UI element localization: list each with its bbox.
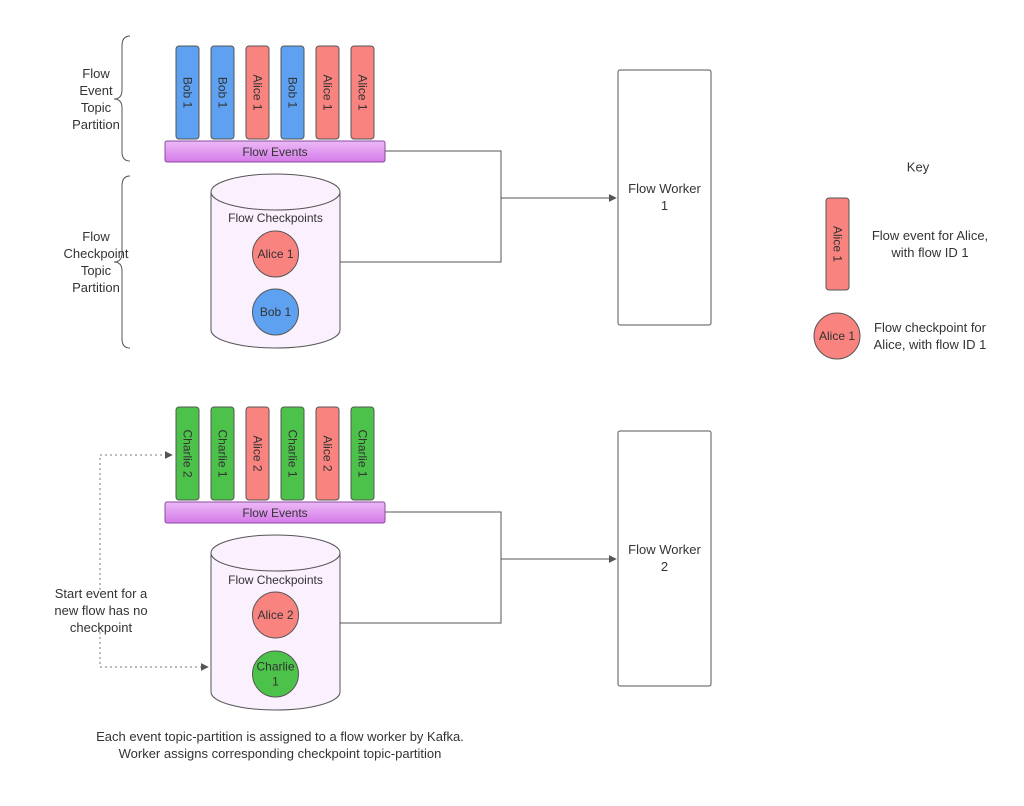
checkpoint-store-1-title: Flow Checkpoints xyxy=(228,211,323,225)
event-card-label: Bob 1 xyxy=(181,77,195,109)
checkpoint-store-2-title: Flow Checkpoints xyxy=(228,573,323,587)
event-card-charlie xyxy=(350,406,375,501)
start-event-note: Start event for a new flow has no checkp… xyxy=(54,586,148,635)
event-card-alice xyxy=(245,406,270,501)
flow-worker-2-box xyxy=(617,430,712,687)
checkpoint-alice xyxy=(252,591,299,639)
footer-note: Each event topic-partition is assigned t… xyxy=(96,729,464,761)
flow-worker-2-label: Flow Worker 2 xyxy=(628,542,701,574)
checkpoints-to-worker-1-connector xyxy=(340,198,502,263)
event-card-label: Charlie 1 xyxy=(356,429,370,477)
event-card-alice xyxy=(315,45,340,140)
key-checkpoint-sample-label: Alice 1 xyxy=(819,329,855,343)
key-event-sample xyxy=(825,197,850,291)
checkpoint-charlie xyxy=(252,650,299,698)
event-card-alice xyxy=(245,45,270,140)
events-to-worker-2-connector xyxy=(385,511,502,559)
event-card-charlie xyxy=(175,406,200,501)
event-card-bob xyxy=(175,45,200,140)
event-card-label: Alice 1 xyxy=(321,74,335,110)
event-card-label: Bob 1 xyxy=(216,77,230,109)
key-title: Key xyxy=(907,160,930,175)
checkpoints-to-worker-2-connector xyxy=(340,559,502,624)
key-event-description: Flow event for Alice, with flow ID 1 xyxy=(871,228,989,260)
partition-1-events: Bob 1 Bob 1 Alice 1 Bob 1 Alice 1 Alice 1 xyxy=(175,45,375,140)
flow-events-bar-1-label: Flow Events xyxy=(242,145,307,159)
event-card-label: Charlie 1 xyxy=(286,429,300,477)
key-event-sample-label: Alice 1 xyxy=(831,226,845,262)
start-event-connector-down xyxy=(99,627,209,671)
events-to-worker-1-connector xyxy=(385,150,502,198)
start-event-connector-up xyxy=(99,451,173,590)
checkpoint-partition-brace xyxy=(113,175,131,349)
event-card-charlie xyxy=(280,406,305,501)
event-card-charlie xyxy=(210,406,235,501)
flow-worker-1-box xyxy=(617,69,712,326)
flow-worker-1-label: Flow Worker 1 xyxy=(628,181,701,213)
event-card-alice xyxy=(350,45,375,140)
checkpoint-alice xyxy=(252,230,299,278)
flow-events-bar-1 xyxy=(164,140,386,163)
event-card-alice xyxy=(315,406,340,501)
event-card-label: Alice 2 xyxy=(251,435,265,471)
checkpoint-label: Alice 1 xyxy=(257,247,293,261)
event-card-label: Charlie 1 xyxy=(216,429,230,477)
event-partition-brace xyxy=(113,35,131,162)
flow-event-topic-partition-label: Flow Event Topic Partition xyxy=(72,66,120,132)
event-card-label: Alice 1 xyxy=(251,74,265,110)
event-card-label: Alice 1 xyxy=(356,74,370,110)
checkpoint-label: Alice 2 xyxy=(257,608,293,622)
key-checkpoint-sample xyxy=(813,312,861,360)
event-card-bob xyxy=(210,45,235,140)
partition-2-events: Charlie 2 Charlie 1 Alice 2 Charlie 1 Alice … xyxy=(175,406,375,501)
event-card-label: Bob 1 xyxy=(286,77,300,109)
event-card-label: Charlie 2 xyxy=(181,429,195,477)
event-card-bob xyxy=(280,45,305,140)
checkpoint-label: Bob 1 xyxy=(260,305,292,319)
key-checkpoint-description: Flow checkpoint for Alice, with flow ID … xyxy=(873,320,987,352)
partition-1-checkpoints: Alice 1 Bob 1 xyxy=(252,230,299,336)
flow-events-bar-2 xyxy=(164,501,386,524)
checkpoint-bob xyxy=(252,288,299,336)
flow-checkpoint-topic-partition-label: Flow Checkpoint Topic Partition xyxy=(63,229,129,295)
flow-events-bar-2-label: Flow Events xyxy=(242,506,307,520)
event-card-label: Alice 2 xyxy=(321,435,335,471)
